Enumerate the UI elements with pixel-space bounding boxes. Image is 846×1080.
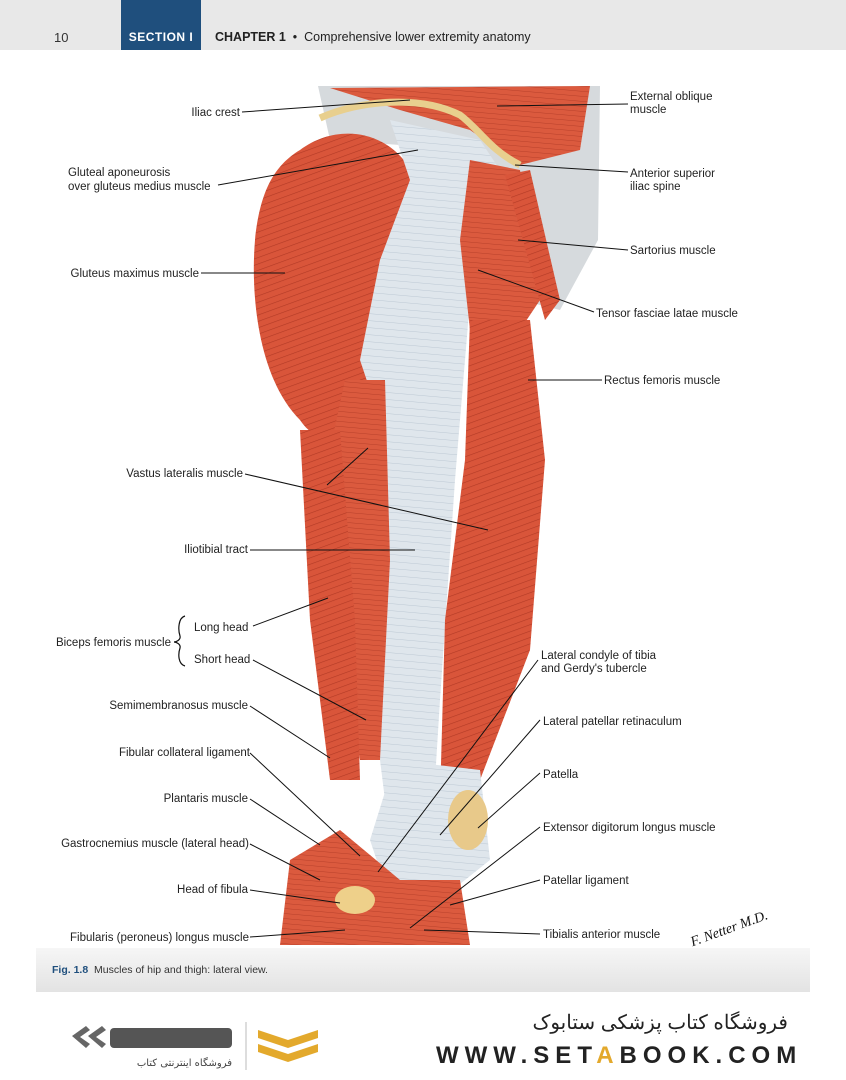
leader-lines bbox=[201, 99, 629, 938]
illustrator-signature: F. Netter M.D. bbox=[688, 908, 770, 950]
anatomy-illustration: Iliac crest Gluteal aponeurosis over glu… bbox=[56, 86, 770, 950]
label-patellar-ligament: Patellar ligament bbox=[543, 875, 629, 887]
label-lateral-patellar-retinaculum: Lateral patellar retinaculum bbox=[543, 716, 682, 728]
label-vastus-lateralis: Vastus lateralis muscle bbox=[126, 468, 243, 480]
label-rectus-femoris: Rectus femoris muscle bbox=[604, 375, 720, 387]
label-lateral-condyle-line1: Lateral condyle of tibia bbox=[541, 650, 657, 662]
store-url-suffix: BOOK.COM bbox=[619, 1042, 803, 1069]
logo-chevrons-icon bbox=[72, 1026, 106, 1048]
label-plantaris: Plantaris muscle bbox=[164, 793, 248, 805]
label-lateral-condyle-line2: and Gerdy's tubercle bbox=[541, 663, 647, 675]
label-external-oblique-line2: muscle bbox=[630, 104, 666, 116]
iliac-crest-shape bbox=[318, 98, 522, 169]
label-patella: Patella bbox=[543, 769, 579, 781]
label-gluteal-aponeurosis-line2: over gluteus medius muscle bbox=[68, 181, 211, 193]
logo-stack-icon bbox=[258, 1030, 318, 1062]
patella-shape bbox=[448, 790, 488, 850]
sartorius-shape bbox=[505, 170, 560, 320]
setabook-logo: فروشگاه اینترنتی کتاب bbox=[72, 1022, 318, 1070]
label-gluteus-maximus: Gluteus maximus muscle bbox=[71, 268, 199, 280]
label-short-head: Short head bbox=[194, 654, 250, 666]
biceps-femoris-shape bbox=[300, 430, 360, 780]
gluteus-maximus-shape bbox=[253, 133, 420, 438]
label-long-head: Long head bbox=[194, 622, 248, 634]
label-biceps-femoris: Biceps femoris muscle bbox=[56, 637, 171, 649]
store-name: فروشگاه کتاب پزشکی ستابوک bbox=[532, 1012, 788, 1034]
rectus-femoris-shape bbox=[440, 320, 545, 800]
label-extensor-digitorum: Extensor digitorum longus muscle bbox=[543, 822, 716, 834]
label-fibular-collateral: Fibular collateral ligament bbox=[119, 747, 251, 759]
label-asis-line1: Anterior superior bbox=[630, 168, 715, 180]
caption-band bbox=[36, 948, 810, 992]
chapter-label: CHAPTER 1 bbox=[215, 30, 286, 44]
label-asis-line2: iliac spine bbox=[630, 181, 681, 193]
label-gluteal-aponeurosis-line1: Gluteal aponeurosis bbox=[68, 167, 171, 179]
store-url-accent: A bbox=[596, 1042, 620, 1069]
chapter-title: Comprehensive lower extremity anatomy bbox=[304, 30, 531, 44]
label-tibialis-anterior: Tibialis anterior muscle bbox=[543, 929, 660, 941]
label-fibularis-longus: Fibularis (peroneus) longus muscle bbox=[70, 932, 249, 944]
biceps-brace bbox=[173, 615, 186, 667]
fibula-head-shape bbox=[335, 886, 375, 914]
page-number: 10 bbox=[54, 30, 69, 45]
figure-caption: Fig. 1.8 Muscles of hip and thigh: later… bbox=[52, 964, 268, 976]
chapter-heading: CHAPTER 1 • Comprehensive lower extremit… bbox=[215, 30, 531, 44]
section-badge: SECTION I bbox=[121, 0, 201, 50]
label-sartorius: Sartorius muscle bbox=[630, 245, 716, 257]
lower-leg-muscles bbox=[280, 830, 470, 945]
logo-subtitle: فروشگاه اینترنتی کتاب bbox=[137, 1057, 232, 1069]
store-url: WWW.SETABOOK.COM bbox=[436, 1042, 802, 1070]
label-tensor-fasciae: Tensor fasciae latae muscle bbox=[596, 308, 738, 320]
label-head-of-fibula: Head of fibula bbox=[177, 884, 249, 896]
label-external-oblique-line1: External oblique bbox=[630, 91, 712, 103]
label-iliac-crest: Iliac crest bbox=[191, 107, 240, 119]
label-iliotibial-tract: Iliotibial tract bbox=[184, 544, 249, 556]
figure-number: Fig. 1.8 bbox=[52, 964, 89, 976]
label-semimembranosus: Semimembranosus muscle bbox=[109, 700, 248, 712]
page-header: 10 SECTION I CHAPTER 1 • Comprehensive l… bbox=[0, 0, 846, 50]
caption-text: Muscles of hip and thigh: lateral view. bbox=[94, 964, 268, 976]
label-gastrocnemius: Gastrocnemius muscle (lateral head) bbox=[61, 838, 249, 850]
chapter-bullet: • bbox=[292, 30, 298, 44]
store-url-prefix: WWW.SET bbox=[436, 1042, 597, 1069]
section-label: SECTION I bbox=[128, 30, 194, 44]
iliotibial-tract-shape bbox=[360, 120, 500, 880]
